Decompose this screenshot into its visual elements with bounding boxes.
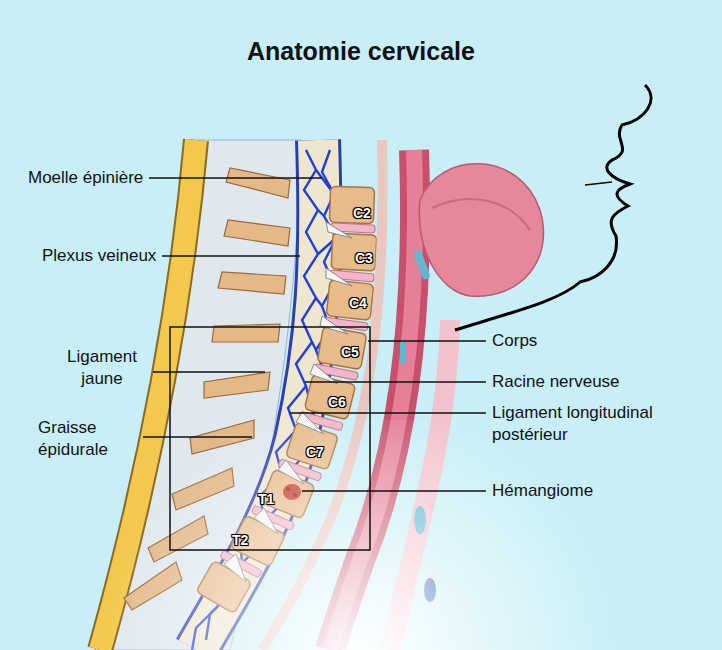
- vertebra-label: C6: [328, 394, 346, 410]
- vertebra-label: C7: [306, 444, 324, 460]
- leader-line: [162, 255, 300, 257]
- vertebra-label: C3: [355, 250, 373, 266]
- leader-line: [368, 340, 486, 342]
- part-label: Plexus veineux: [42, 245, 156, 267]
- part-label: Hémangiome: [492, 480, 593, 502]
- tongue-fold: [432, 199, 530, 230]
- part-label: Ligament longitudinal postérieur: [492, 402, 692, 446]
- zoom-frame: [170, 327, 370, 550]
- vertebra-label: C5: [341, 344, 359, 360]
- part-label: Graisse épidurale: [38, 417, 138, 461]
- vertebra-label: C4: [349, 295, 367, 311]
- leader-line: [153, 371, 265, 373]
- part-label: Corps: [492, 330, 537, 352]
- face-profile: [455, 85, 651, 330]
- tongue: [419, 164, 543, 297]
- part-label: Moelle épinière: [28, 167, 143, 189]
- vertebra-label: T1: [258, 491, 274, 507]
- leader-line: [143, 436, 252, 438]
- vertebra-label: T2: [232, 532, 248, 548]
- part-label: Racine nerveuse: [492, 371, 620, 393]
- diagram-title: Anatomie cervicale: [247, 36, 475, 66]
- leader-line: [305, 381, 486, 383]
- leader-line: [290, 412, 486, 414]
- leader-line: [302, 490, 486, 492]
- vertebra-label: C2: [353, 205, 371, 221]
- lip-line: [585, 182, 612, 185]
- leader-lines: [143, 178, 486, 491]
- leader-line: [149, 177, 322, 179]
- bottom-fade: [0, 420, 722, 650]
- part-label: Ligament jaune: [56, 346, 148, 390]
